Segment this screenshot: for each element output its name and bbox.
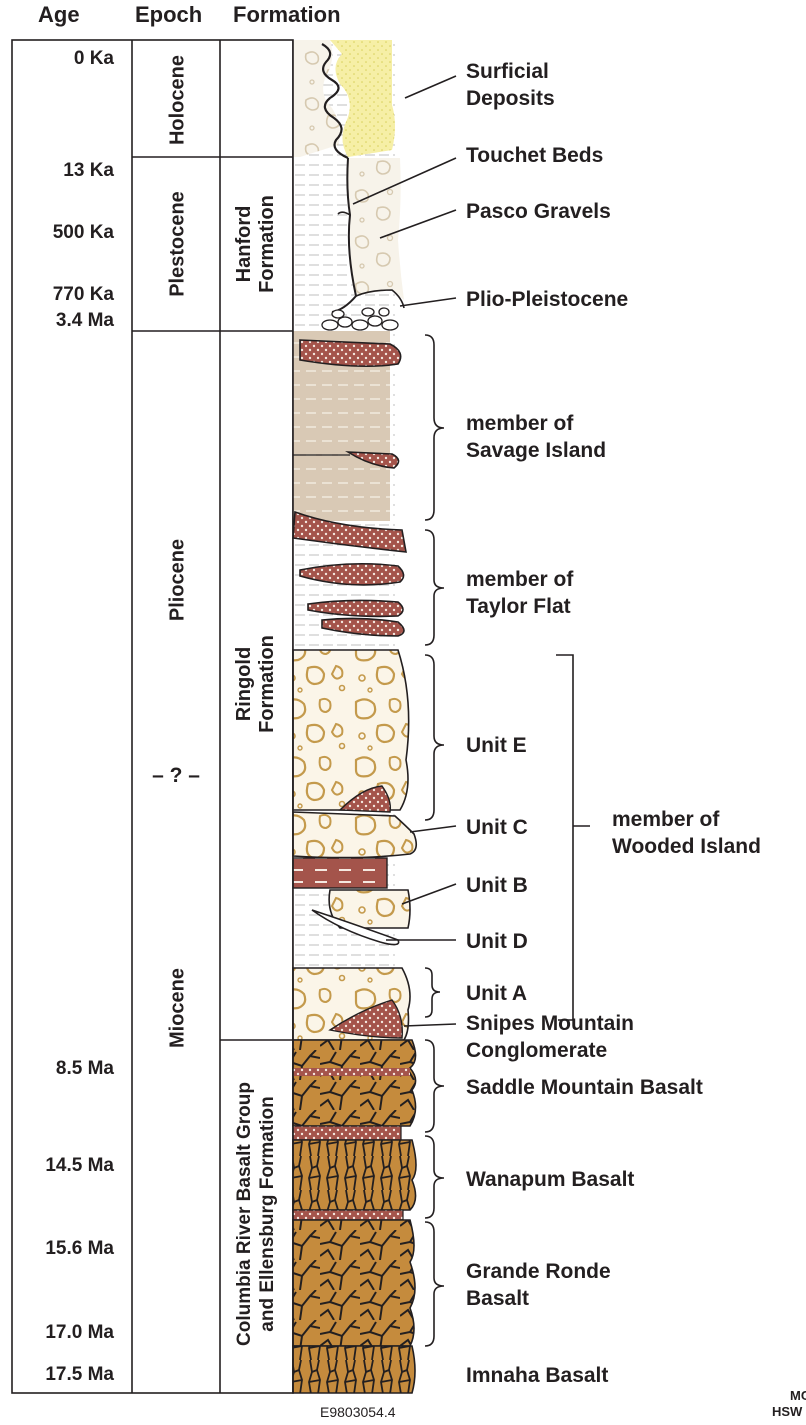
- age-label: 3.4 Ma: [10, 310, 114, 332]
- formation-columbia-line: Columbia River Basalt Group: [233, 1082, 256, 1346]
- label-taylor-flat: member of Taylor Flat: [466, 566, 573, 620]
- age-label: 17.5 Ma: [10, 1364, 114, 1386]
- corner-line: MC: [772, 1388, 806, 1404]
- label-unit-b: Unit B: [466, 872, 528, 899]
- label-line: Conglomerate: [466, 1037, 634, 1064]
- formation-columbia: Columbia River Basalt Group and Ellensbu…: [233, 1082, 279, 1346]
- formation-hanford-line: Formation: [256, 195, 279, 293]
- label-line: member of: [466, 410, 606, 437]
- label-unit-a: Unit A: [466, 980, 527, 1007]
- epoch-holocene: Holocene: [167, 55, 190, 145]
- age-label: 8.5 Ma: [10, 1058, 114, 1080]
- label-touchet-beds: Touchet Beds: [466, 142, 603, 169]
- age-label: 17.0 Ma: [10, 1322, 114, 1344]
- age-label: 14.5 Ma: [10, 1155, 114, 1177]
- label-line: Surficial: [466, 58, 555, 85]
- label-grande-ronde: Grande Ronde Basalt: [466, 1258, 611, 1312]
- formation-hanford: Hanford Formation: [233, 195, 279, 293]
- label-saddle-mountain: Saddle Mountain Basalt: [466, 1074, 703, 1101]
- figure-code: E9803054.4: [320, 1404, 396, 1420]
- label-wooded-island: member of Wooded Island: [612, 806, 761, 860]
- label-unit-e: Unit E: [466, 732, 527, 759]
- corner-line: HSW: [772, 1404, 806, 1420]
- formation-ringold-line: Ringold: [233, 635, 256, 733]
- label-surficial-deposits: Surficial Deposits: [466, 58, 555, 112]
- epoch-plestocene: Plestocene: [167, 191, 190, 297]
- epoch-uncertain-boundary: – ? –: [133, 764, 219, 788]
- label-wanapum: Wanapum Basalt: [466, 1166, 634, 1193]
- label-line: Grande Ronde: [466, 1258, 611, 1285]
- label-line: member of: [612, 806, 761, 833]
- label-line: Wooded Island: [612, 833, 761, 860]
- label-unit-c: Unit C: [466, 814, 528, 841]
- label-snipes-mountain: Snipes Mountain Conglomerate: [466, 1010, 634, 1064]
- age-label: 0 Ka: [10, 48, 114, 70]
- formation-hanford-line: Hanford: [233, 195, 256, 293]
- label-line: member of: [466, 566, 573, 593]
- label-line: Basalt: [466, 1285, 611, 1312]
- label-savage-island: member of Savage Island: [466, 410, 606, 464]
- age-label: 770 Ka: [10, 284, 114, 306]
- formation-ringold: Ringold Formation: [233, 635, 279, 733]
- epoch-pliocene: Pliocene: [167, 539, 190, 621]
- label-line: Deposits: [466, 85, 555, 112]
- age-label: 15.6 Ma: [10, 1238, 114, 1260]
- epoch-miocene: Miocene: [167, 968, 190, 1048]
- label-unit-d: Unit D: [466, 928, 528, 955]
- label-line: Taylor Flat: [466, 593, 573, 620]
- label-imnaha: Imnaha Basalt: [466, 1362, 608, 1389]
- formation-ringold-line: Formation: [256, 635, 279, 733]
- label-line: Savage Island: [466, 437, 606, 464]
- formation-columbia-line: and Ellensburg Formation: [256, 1082, 279, 1346]
- corner-text: MC HSW: [772, 1388, 806, 1420]
- age-label: 13 Ka: [10, 160, 114, 182]
- label-plio-pleistocene: Plio-Pleistocene: [466, 286, 628, 313]
- label-line: Snipes Mountain: [466, 1010, 634, 1037]
- label-pasco-gravels: Pasco Gravels: [466, 198, 611, 225]
- age-label: 500 Ka: [10, 222, 114, 244]
